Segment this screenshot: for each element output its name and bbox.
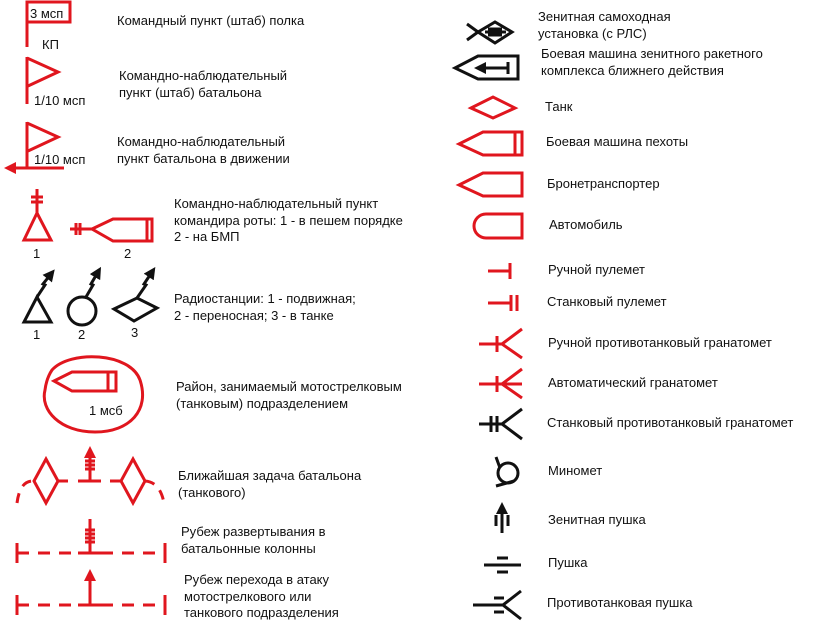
antitank-gun-symbol (473, 589, 522, 621)
rpg-symbol (479, 327, 523, 360)
apc-symbol (455, 171, 524, 198)
company-observation-post-symbols: 1 2 (21, 189, 154, 261)
attack-line-symbol (15, 569, 167, 615)
label-gun: Пушка (548, 555, 588, 570)
label-auto-grenade-launcher: Автоматический гранатомет (548, 375, 718, 390)
svg-text:1: 1 (33, 327, 40, 342)
immediate-task-symbol (15, 446, 166, 507)
svg-text:1: 1 (33, 246, 40, 261)
battalion-observation-post-symbol: 1/10 мсп (25, 56, 85, 108)
label-rpg: Ручной противотанковый гранатомет (548, 335, 772, 350)
label-heavy-machine-gun: Станковый пулемет (547, 294, 667, 309)
regiment-command-post-symbol: 3 мсп КП (25, 0, 72, 52)
label-occupied-area: Район, занимаемый мотострелковым(танковы… (176, 379, 402, 411)
label-mortar: Миномет (548, 463, 603, 478)
sam-vehicle-symbol (451, 54, 520, 81)
svg-text:1/10 мсп: 1/10 мсп (34, 152, 85, 167)
svg-text:1/10 мсп: 1/10 мсп (34, 93, 85, 108)
svg-text:3: 3 (131, 325, 138, 340)
mounted-antitank-grenade-launcher-symbol (479, 407, 523, 441)
label-radio-stations: Радиостанции: 1 - подвижная;2 - переносн… (174, 291, 356, 323)
label-immediate-task: Ближайшая задача батальона(танкового) (178, 468, 362, 500)
battalion-observation-post-moving-symbol: 1/10 мсп (3, 121, 85, 174)
heavy-machine-gun-symbol (488, 295, 519, 311)
gun-symbol (484, 556, 521, 574)
label-automobile: Автомобиль (549, 217, 623, 232)
svg-text:КП: КП (42, 37, 59, 52)
label-regiment-command-post: Командный пункт (штаб) полка (117, 13, 305, 28)
occupied-area-symbol: 1 мсб (42, 355, 145, 434)
mortar-symbol (494, 456, 520, 488)
automobile-symbol (472, 212, 524, 240)
label-antiaircraft-gun: Зенитная пушка (548, 512, 646, 527)
label-mounted-antitank-grenade-launcher: Станковый противотанковый гранатомет (547, 415, 794, 430)
radio-station-symbols: 1 2 3 (21, 266, 161, 342)
antiaircraft-gun-symbol (494, 502, 510, 533)
label-light-machine-gun: Ручной пулемет (548, 262, 645, 277)
ifv-symbol (455, 130, 524, 157)
label-apc: Бронетранспортер (547, 176, 660, 191)
sp-antiaircraft-symbol (466, 20, 515, 45)
svg-text:2: 2 (124, 246, 131, 261)
light-machine-gun-symbol (488, 263, 512, 279)
tank-symbol (467, 95, 519, 120)
svg-text:1 мсб: 1 мсб (89, 403, 123, 418)
deployment-line-symbol (15, 519, 167, 563)
label-tank: Танк (545, 99, 573, 114)
label-ifv: Боевая машина пехоты (546, 134, 689, 149)
auto-grenade-launcher-symbol (479, 367, 523, 400)
svg-text:2: 2 (78, 327, 85, 342)
label-antitank-gun: Противотанковая пушка (547, 595, 693, 610)
svg-text:3 мсп: 3 мсп (30, 6, 63, 21)
